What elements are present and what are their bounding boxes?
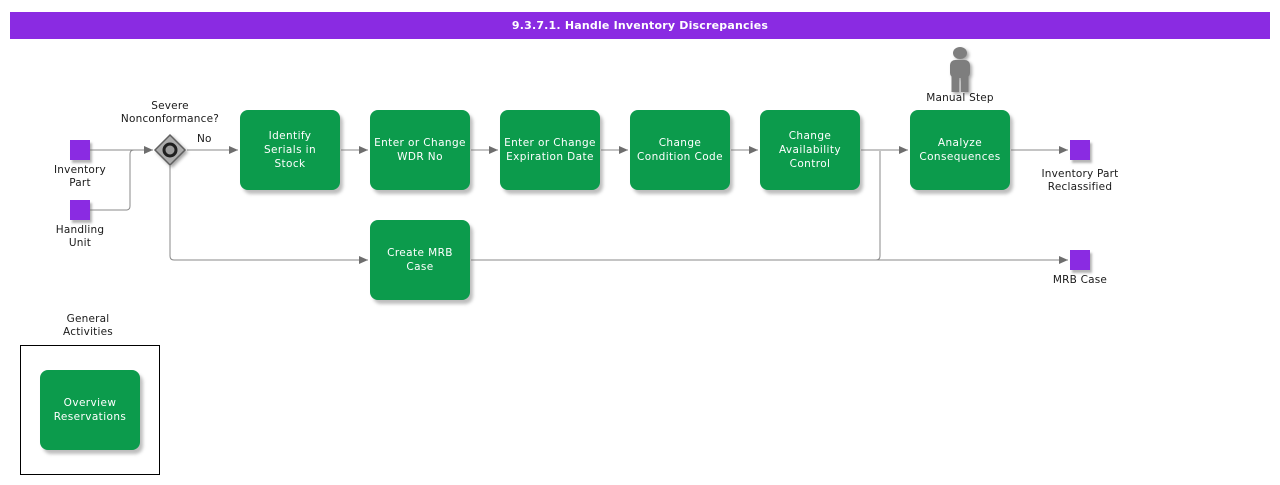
manual-step-label: Manual Step: [926, 92, 994, 104]
artifact-inventory-part-reclassified[interactable]: [1070, 140, 1090, 160]
activity-change-condition-code[interactable]: Change Condition Code: [630, 110, 730, 190]
person-left-leg: [951, 76, 959, 92]
artifact-handling-unit[interactable]: [70, 200, 90, 220]
artifact-inventory-part-reclassified-label: Inventory Part Reclassified: [1041, 168, 1119, 193]
activity-overview-reservations[interactable]: Overview Reservations: [40, 370, 140, 450]
artifact-inventory-part[interactable]: [70, 140, 90, 160]
person-right-leg: [961, 76, 969, 92]
artifact-inventory-part-label: Inventory Part: [54, 164, 106, 189]
activity-analyze-consequences[interactable]: Analyze Consequences: [910, 110, 1010, 190]
connector-mrb-branch-up: [875, 151, 881, 261]
activity-enter-or-change-expiration-date[interactable]: Enter or Change Expiration Date: [500, 110, 600, 190]
activity-enter-or-change-wdr-no[interactable]: Enter or Change WDR No: [370, 110, 470, 190]
general-activities-title: General Activities: [63, 313, 113, 338]
artifact-mrb-case-label: MRB Case: [1052, 274, 1108, 286]
decision-circle-icon: [162, 142, 178, 158]
person-head: [953, 47, 967, 59]
page-title: 9.3.7.1. Handle Inventory Discrepancies: [10, 12, 1270, 39]
manual-step-icon: [950, 47, 970, 92]
artifact-handling-unit-label: Handling Unit: [55, 224, 105, 249]
decision-no-label: No: [197, 133, 212, 145]
activity-change-availability-control[interactable]: Change Availability Control: [760, 110, 860, 190]
artifact-mrb-case[interactable]: [1070, 250, 1090, 270]
decision-question-label: Severe Nonconformance?: [120, 100, 220, 125]
decision-gateway[interactable]: [153, 133, 187, 167]
person-torso: [950, 60, 970, 78]
activity-identify-serials-in-stock[interactable]: Identify Serials in Stock: [240, 110, 340, 190]
activity-create-mrb-case[interactable]: Create MRB Case: [370, 220, 470, 300]
